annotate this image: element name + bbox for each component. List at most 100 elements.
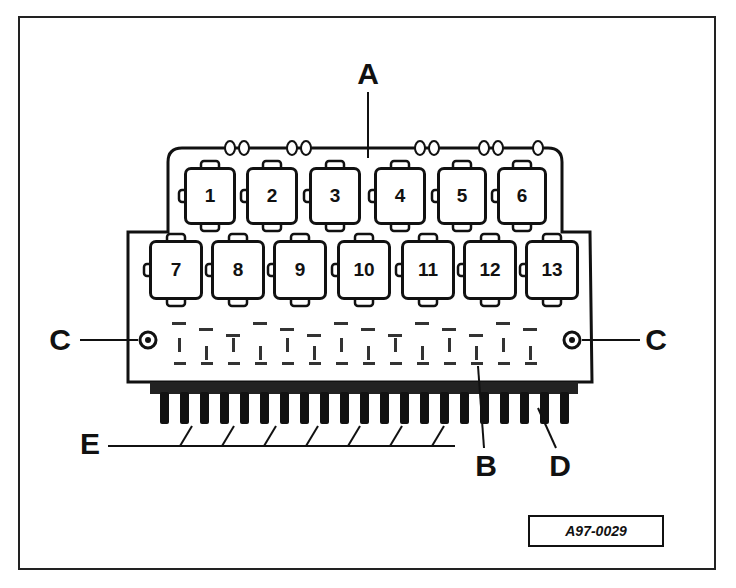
relay-number: 12 [479, 259, 500, 281]
relay-socket: 12 [463, 240, 517, 300]
fuse-slot [232, 338, 235, 352]
pin [280, 392, 289, 424]
fuse-slot [309, 362, 321, 365]
screw [145, 337, 151, 343]
relay-socket: 2 [246, 167, 298, 225]
relay-number: 10 [353, 259, 374, 281]
pin [360, 392, 369, 424]
leader-lines [180, 426, 444, 446]
leader-line [222, 426, 234, 446]
callout-letter: B [473, 451, 499, 481]
pin [440, 392, 449, 424]
relay-socket: 5 [437, 167, 487, 225]
relay-number: 13 [541, 259, 562, 281]
pin [520, 392, 529, 424]
pin [400, 392, 409, 424]
housing-bump [429, 141, 439, 155]
relay-socket: 7 [149, 240, 203, 300]
housing-bump [493, 141, 503, 155]
figure-number: A97-0029 [565, 523, 627, 539]
relay-socket: 1 [184, 167, 236, 225]
pin [260, 392, 269, 424]
relay-number: 9 [295, 259, 306, 281]
connector-pins [160, 392, 569, 424]
fuse-slot [201, 362, 213, 365]
fuse-slot [172, 322, 186, 325]
leader-line [348, 426, 360, 446]
relay-number: 3 [330, 185, 341, 207]
fuse-slot [471, 362, 483, 365]
fuse-slot [259, 346, 262, 360]
callout-letter: E [78, 429, 102, 459]
relay-number: 2 [267, 185, 278, 207]
housing-bump [225, 141, 235, 155]
leader-line [306, 426, 318, 446]
housing-bumps [225, 141, 543, 155]
pin [380, 392, 389, 424]
relay-number: 6 [517, 185, 528, 207]
fuse-slot [286, 338, 289, 352]
fuse-slot [340, 338, 343, 352]
fuse-slot [228, 362, 240, 365]
housing-bump [415, 141, 425, 155]
fuse-slot [388, 334, 402, 337]
relay-socket: 4 [374, 167, 426, 225]
relay-number: 4 [395, 185, 406, 207]
relay-socket: 3 [309, 167, 361, 225]
pin [340, 392, 349, 424]
fuse-slots [172, 322, 537, 365]
fuse-slot [336, 362, 348, 365]
screw [564, 332, 580, 348]
relay-number: 7 [171, 259, 182, 281]
pin [320, 392, 329, 424]
relay-number: 1 [205, 185, 216, 207]
fuse-slot [417, 362, 429, 365]
pin [220, 392, 229, 424]
pin [300, 392, 309, 424]
fuse-slot [390, 362, 402, 365]
fuse-slot [280, 328, 294, 331]
housing-bump [301, 141, 311, 155]
fuse-slot [334, 322, 348, 325]
pin [500, 392, 509, 424]
fuse-slot [313, 346, 316, 360]
leader-line [390, 426, 402, 446]
fuse-slot [496, 322, 510, 325]
pin [200, 392, 209, 424]
fuse-slot [444, 362, 456, 365]
screw [140, 332, 156, 348]
leader-line [478, 366, 484, 448]
leader-line [180, 426, 192, 446]
fuse-slot [523, 328, 537, 331]
relay-socket: 8 [211, 240, 265, 300]
pin [180, 392, 189, 424]
panel-housing [128, 148, 592, 382]
fuse-slot [415, 322, 429, 325]
callout-letter: D [547, 451, 573, 481]
fuse-slot [498, 362, 510, 365]
leader-line [264, 426, 276, 446]
relay-number: 11 [418, 259, 438, 281]
fuse-slot [502, 338, 505, 352]
pin [540, 392, 549, 424]
fuse-slot [253, 322, 267, 325]
fuse-slot [174, 362, 186, 365]
relay-socket: 10 [337, 240, 391, 300]
fuse-slot [421, 346, 424, 360]
fuse-slot [475, 346, 478, 360]
housing-bump [287, 141, 297, 155]
fuse-slot [205, 346, 208, 360]
housing-bump [239, 141, 249, 155]
fuse-slot [282, 362, 294, 365]
fuse-slot [442, 328, 456, 331]
fuse-slot [525, 362, 537, 365]
leader-line [432, 426, 444, 446]
callout-letter: A [355, 59, 381, 89]
housing-bump [479, 141, 489, 155]
leader-line [80, 339, 138, 341]
pin [560, 392, 569, 424]
relay-socket: 6 [497, 167, 547, 225]
relay-socket: 9 [273, 240, 327, 300]
fuse-slot [529, 346, 532, 360]
screw [569, 337, 575, 343]
